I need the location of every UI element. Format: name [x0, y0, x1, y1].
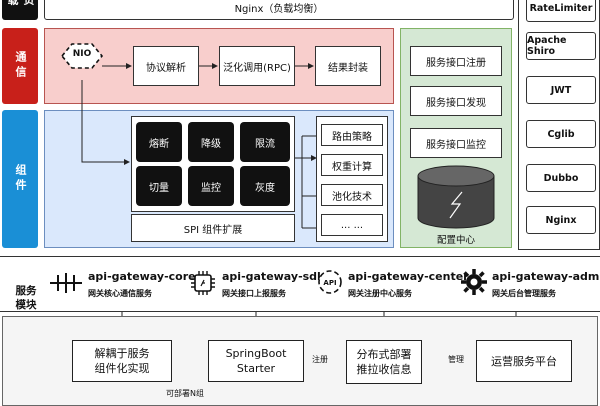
edge-label-register-text: 注册 — [312, 355, 328, 364]
tech-dubbo: Dubbo — [526, 164, 596, 192]
edge-label-register: 注册 — [312, 354, 328, 365]
service-core-desc-text: 网关核心通信服务 — [88, 289, 152, 298]
service-core-desc: 网关核心通信服务 — [88, 288, 152, 299]
spi-extension-text: SPI 组件扩展 — [183, 224, 243, 236]
chip-icon — [191, 271, 215, 295]
strategy-weight: 权重计算 — [321, 154, 383, 176]
comm-step-protocol-parse: 协议解析 — [133, 46, 199, 86]
nginx-load-balancer-text: Nginx（负载均衡） — [234, 3, 324, 15]
strategy-weight-text: 权重计算 — [332, 161, 372, 173]
service-modules-label-text: 服务 模块 — [15, 285, 37, 311]
layer-label-components-text: 组件 — [14, 164, 27, 194]
registry-monitor: 服务接口监控 — [410, 128, 502, 158]
tech-dubbo-text: Dubbo — [543, 172, 579, 184]
tech-nginx-text: Nginx — [545, 214, 577, 226]
edge-label-manage-text: 管理 — [448, 355, 464, 364]
component-rate-limit-text: 限流 — [255, 138, 275, 150]
decouple-component-box: 解耦于服务 组件化实现 — [72, 340, 172, 382]
svg-text:API: API — [323, 279, 336, 287]
service-sdk-desc: 网关接口上报服务 — [222, 288, 286, 299]
service-center-name: api-gateway-center — [348, 270, 469, 283]
tech-nginx: Nginx — [526, 206, 596, 234]
service-modules-panel — [0, 256, 600, 312]
spi-extension-box: SPI 组件扩展 — [131, 214, 295, 242]
tech-cglib-text: Cglib — [547, 128, 575, 140]
tech-apache-shiro: Apache Shiro — [526, 32, 596, 60]
comm-step-generic-call-text: 泛化调用(RPC) — [223, 62, 291, 74]
service-admin-name-text: api-gateway-admin — [492, 270, 600, 283]
registry-discover-text: 服务接口发现 — [426, 97, 486, 109]
service-admin-desc: 网关后台管理服务 — [492, 288, 556, 299]
component-circuit-breaker-text: 熔断 — [149, 138, 169, 150]
strategy-more: ... ... — [321, 214, 383, 236]
registry-register-text: 服务接口注册 — [426, 57, 486, 69]
layer-label-comm: 通信 — [2, 28, 38, 104]
nio-label: NIO — [72, 49, 92, 59]
service-core-name: api-gateway-core — [88, 270, 196, 283]
config-center-text: 配置中心 — [436, 235, 475, 246]
service-modules-label: 服务 模块 — [8, 270, 44, 312]
network-icon — [50, 273, 82, 293]
nio-node: NIO — [62, 49, 102, 63]
tech-cglib: Cglib — [526, 120, 596, 148]
tech-ratelimiter-text: RateLimiter — [529, 2, 593, 14]
service-center-name-text: api-gateway-center — [348, 270, 469, 283]
registry-discover: 服务接口发现 — [410, 86, 502, 116]
comm-step-result-wrap: 结果封装 — [315, 46, 381, 86]
layer-label-load: 负载 — [2, 0, 38, 20]
component-circuit-breaker: 熔断 — [136, 122, 182, 162]
comm-step-result-wrap-text: 结果封装 — [328, 62, 368, 74]
nio-hexagon — [60, 43, 104, 69]
component-degrade-text: 降级 — [201, 138, 221, 150]
distributed-deploy-box: 分布式部署 推拉收信息 — [346, 340, 422, 384]
strategy-pooling-text: 池化技术 — [332, 191, 372, 203]
tech-jwt: JWT — [526, 76, 596, 104]
layer-label-load-text: 负载 — [6, 0, 35, 9]
component-monitor: 监控 — [188, 166, 234, 206]
service-admin-name: api-gateway-admin — [492, 270, 600, 283]
registry-monitor-text: 服务接口监控 — [426, 139, 486, 151]
edge-label-deploy-text: 可部署N组 — [166, 389, 204, 398]
component-traffic-switch-text: 切量 — [149, 182, 169, 194]
distributed-deploy-text: 分布式部署 推拉收信息 — [356, 348, 412, 376]
ops-platform-text: 运营服务平台 — [491, 355, 557, 368]
service-admin-desc-text: 网关后台管理服务 — [492, 289, 556, 298]
nginx-load-balancer-bar: Nginx（负载均衡） — [44, 0, 514, 20]
tech-jwt-text: JWT — [550, 84, 572, 96]
tech-ratelimiter: RateLimiter — [526, 0, 596, 22]
api-icon: API — [318, 270, 342, 294]
gear-icon — [461, 269, 487, 295]
comm-step-generic-call: 泛化调用(RPC) — [219, 46, 295, 86]
ops-platform-box: 运营服务平台 — [476, 340, 572, 382]
registry-register: 服务接口注册 — [410, 46, 502, 76]
tech-apache-shiro-text: Apache Shiro — [527, 35, 567, 57]
layer-label-components: 组件 — [2, 110, 38, 248]
strategy-routing-text: 路由策略 — [332, 131, 372, 143]
component-monitor-text: 监控 — [201, 182, 221, 194]
service-sdk-desc-text: 网关接口上报服务 — [222, 289, 286, 298]
decouple-component-text: 解耦于服务 组件化实现 — [94, 347, 150, 375]
springboot-starter-box: SpringBoot Starter — [208, 340, 304, 382]
strategy-pooling: 池化技术 — [321, 184, 383, 206]
edge-label-manage: 管理 — [448, 354, 464, 365]
component-rate-limit: 限流 — [240, 122, 290, 162]
springboot-starter-text: SpringBoot Starter — [225, 347, 287, 375]
layer-label-comm-text: 通信 — [14, 51, 27, 81]
component-degrade: 降级 — [188, 122, 234, 162]
edge-label-deploy: 可部署N组 — [166, 388, 204, 399]
config-center-label: 配置中心 — [410, 232, 502, 246]
service-center-desc-text: 网关注册中心服务 — [348, 289, 412, 298]
service-sdk-name-text: api-gateway-sdk — [222, 270, 325, 283]
service-center-desc: 网关注册中心服务 — [348, 288, 412, 299]
component-gray-release: 灰度 — [240, 166, 290, 206]
service-sdk-name: api-gateway-sdk — [222, 270, 324, 283]
service-core-name-text: api-gateway-core — [88, 270, 196, 283]
comm-step-protocol-parse-text: 协议解析 — [146, 62, 186, 74]
strategy-routing: 路由策略 — [321, 124, 383, 146]
config-center-cylinder-icon — [417, 165, 495, 229]
strategy-more-text: ... ... — [340, 219, 364, 231]
component-traffic-switch: 切量 — [136, 166, 182, 206]
component-gray-release-text: 灰度 — [255, 182, 275, 194]
